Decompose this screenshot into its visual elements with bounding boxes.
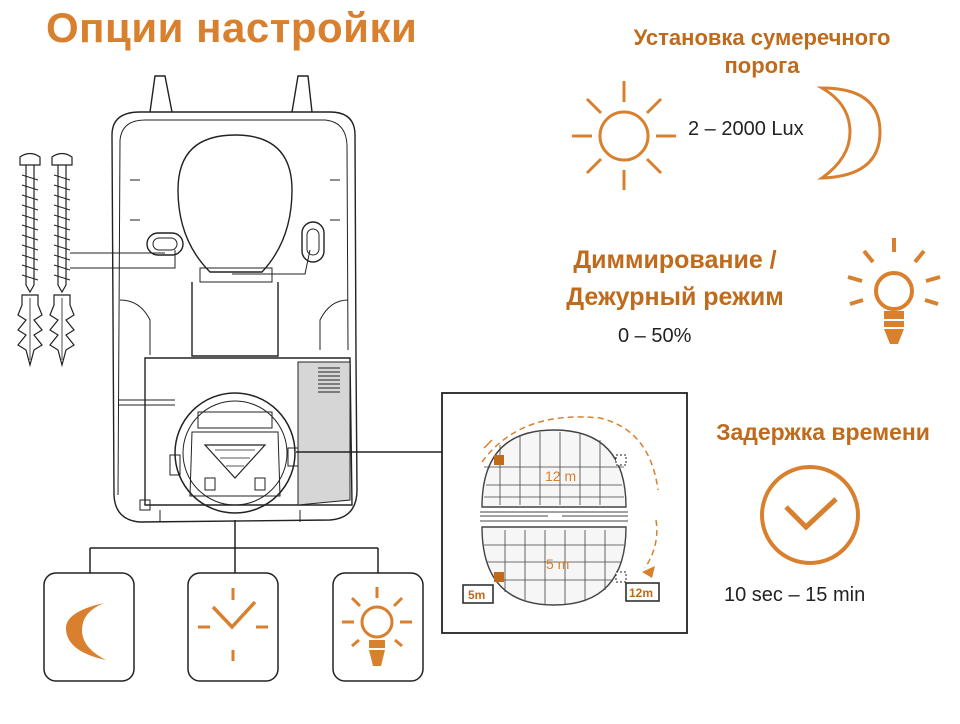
time-delay-range: 10 sec – 15 min xyxy=(724,584,866,606)
sun-icon xyxy=(572,81,676,190)
time-delay-title: Задержка времени xyxy=(716,419,930,445)
badge-5m: 5m xyxy=(468,588,485,602)
lower-zone-label: 5 m xyxy=(546,556,569,572)
twilight-setting-title: Установка сумеречного порога xyxy=(592,24,932,80)
moon-icon xyxy=(816,86,882,180)
dimming-knob[interactable] xyxy=(332,572,424,682)
wall-dowels xyxy=(17,294,75,368)
bulb-rays-icon xyxy=(847,238,941,344)
detection-range-panel: 12 m 5 m 5m 12m xyxy=(441,392,688,634)
mounting-screws xyxy=(19,152,73,294)
moon-icon xyxy=(65,603,106,660)
badge-12m: 12m xyxy=(629,586,653,600)
dimming-setting-title: Диммирование / Дежурный режим xyxy=(540,242,810,316)
bulb-rays-icon xyxy=(342,587,412,666)
twilight-knob[interactable] xyxy=(43,572,135,682)
connector-lines xyxy=(89,451,442,574)
upper-zone-label: 12 m xyxy=(545,468,576,484)
timer-knob[interactable] xyxy=(187,572,279,682)
twilight-title-line1: Установка сумеречного xyxy=(633,25,891,50)
clock-icon xyxy=(760,465,860,565)
sensor-housing-drawing xyxy=(70,75,358,523)
dimming-title-line1: Диммирование / xyxy=(573,246,777,274)
sensor-lens-dome xyxy=(480,429,628,606)
twilight-title-line2: порога xyxy=(724,53,800,78)
lux-range: 2 – 2000 Lux xyxy=(688,118,804,140)
dimming-range: 0 – 50% xyxy=(618,325,692,347)
page-title: Опции настройки xyxy=(46,4,418,51)
clock-icon xyxy=(198,588,268,661)
dimming-title-line2: Дежурный режим xyxy=(566,283,784,311)
